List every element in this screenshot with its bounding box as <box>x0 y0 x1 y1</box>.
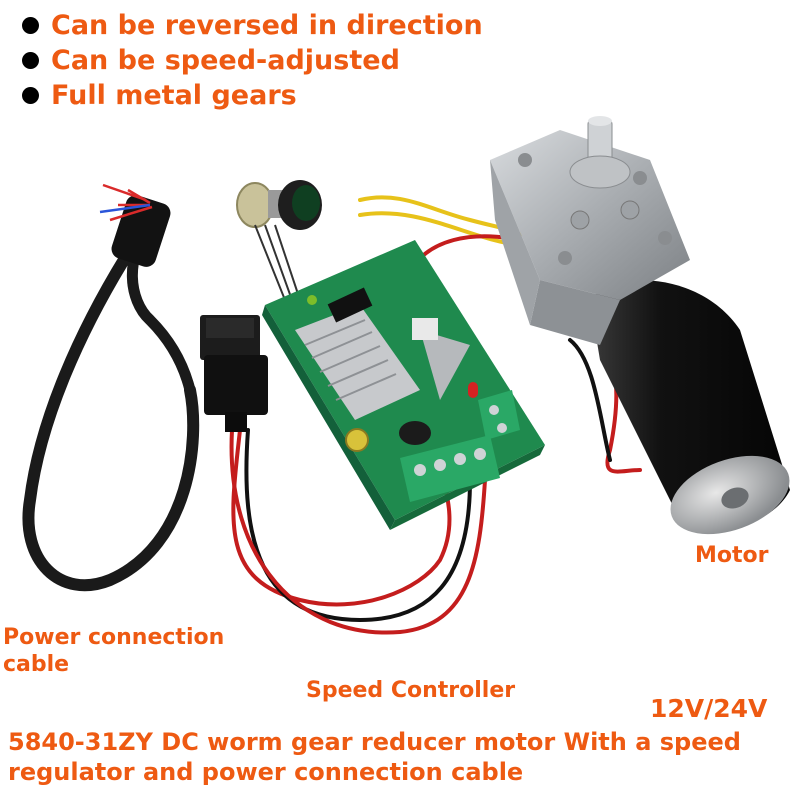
potentiometer <box>236 180 322 301</box>
feature-item: Can be speed-adjusted <box>22 43 483 78</box>
capacitor <box>345 428 369 452</box>
worm-gear-motor <box>490 116 790 535</box>
terminal-block-side <box>478 390 520 440</box>
speed-controller-label: Speed Controller <box>306 678 516 703</box>
feature-text: Can be speed-adjusted <box>51 45 400 76</box>
bullet-icon <box>22 52 39 69</box>
heatsink <box>295 305 470 420</box>
bullet-icon <box>22 17 39 34</box>
direction-switch <box>200 315 268 432</box>
led-green <box>307 295 317 305</box>
feature-text: Can be reversed in direction <box>51 10 483 41</box>
connector-white <box>412 318 438 340</box>
product-title: 5840-31ZY DC worm gear reducer motor Wit… <box>8 728 741 786</box>
power-cable-label-line1: Power connection <box>3 625 225 650</box>
speed-controller-board <box>262 240 545 530</box>
motor-label: Motor <box>695 543 769 568</box>
ic-chip <box>327 287 373 323</box>
dc-jack-connector <box>111 195 171 267</box>
led-red <box>468 382 478 398</box>
terminal-block-main <box>400 435 500 502</box>
feature-text: Full metal gears <box>51 80 297 111</box>
feature-list: Can be reversed in direction Can be spee… <box>22 8 483 113</box>
power-connection-cable <box>22 183 200 592</box>
bullet-icon <box>22 87 39 104</box>
voltage-label: 12V/24V <box>650 694 768 723</box>
diode <box>399 421 431 445</box>
power-cable-label-line2: cable <box>3 652 70 677</box>
feature-item: Full metal gears <box>22 78 483 113</box>
feature-item: Can be reversed in direction <box>22 8 483 43</box>
